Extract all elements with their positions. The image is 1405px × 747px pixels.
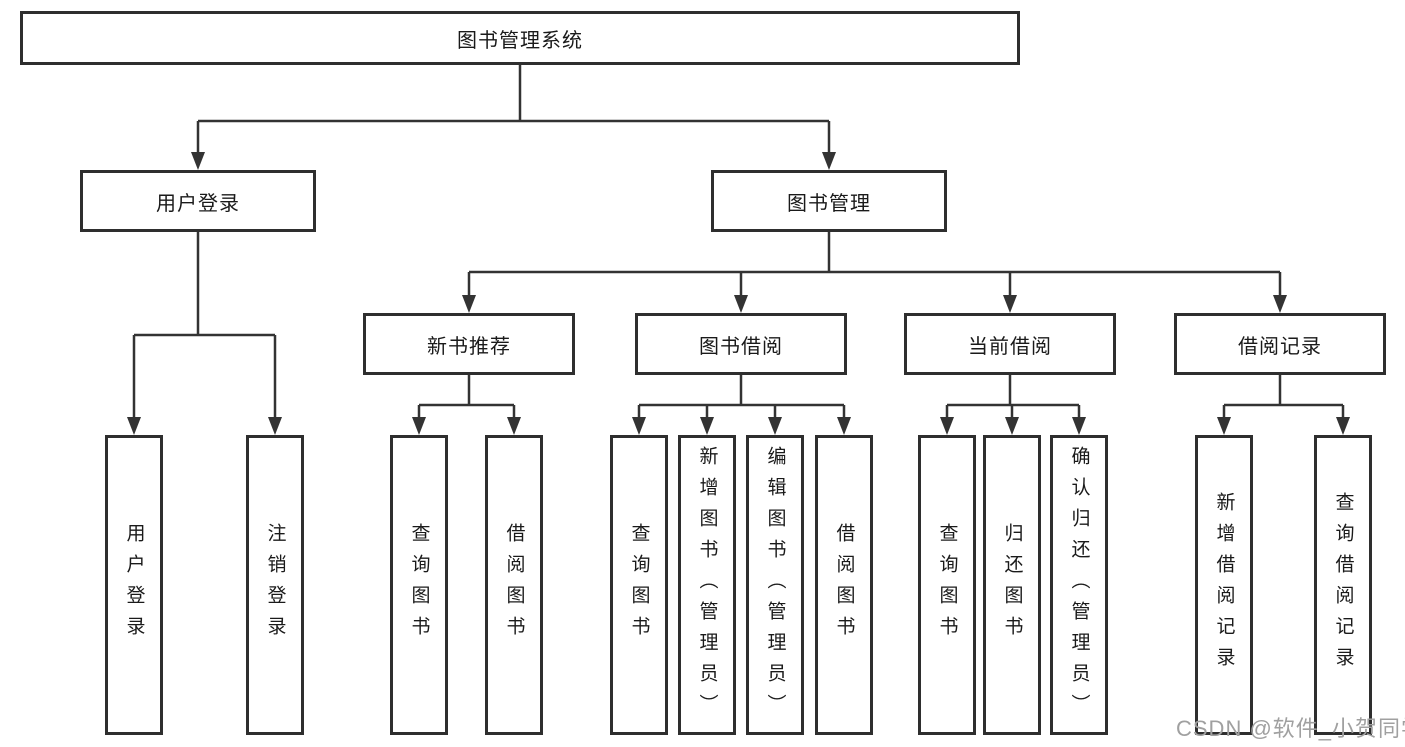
leaf-label: 注销登录: [264, 523, 286, 647]
csdn-watermark: CSDN @软件_小贺同学: [1176, 716, 1405, 741]
node-book-borrow: 图书借阅: [635, 313, 847, 375]
leaf-query-books-borrow: 查询图书: [610, 435, 668, 735]
leaf-borrow-books: 借阅图书: [815, 435, 873, 735]
leaf-confirm-return-admin: 确认归还（管理员）: [1050, 435, 1108, 735]
node-user-login-branch: 用户登录: [80, 170, 316, 232]
node-borrow-records: 借阅记录: [1174, 313, 1386, 375]
leaf-add-books-admin: 新增图书（管理员）: [678, 435, 736, 735]
node-current-borrow: 当前借阅: [904, 313, 1116, 375]
leaf-label: 编辑图书（管理员）: [764, 445, 786, 725]
leaf-label: 归还图书: [1001, 523, 1023, 647]
node-root-library-system: 图书管理系统: [20, 11, 1020, 65]
leaf-label: 查询图书: [628, 523, 650, 647]
leaf-label: 新增借阅记录: [1213, 492, 1235, 678]
leaf-label: 新增图书（管理员）: [696, 445, 718, 725]
leaf-query-borrow-record: 查询借阅记录: [1314, 435, 1372, 735]
leaf-borrow-books-recommend: 借阅图书: [485, 435, 543, 735]
leaf-label: 用户登录: [123, 523, 145, 647]
leaf-query-books-recommend: 查询图书: [390, 435, 448, 735]
leaf-edit-books-admin: 编辑图书（管理员）: [746, 435, 804, 735]
leaf-label: 查询借阅记录: [1332, 492, 1354, 678]
leaf-label: 查询图书: [936, 523, 958, 647]
leaf-return-books: 归还图书: [983, 435, 1041, 735]
node-book-management-branch: 图书管理: [711, 170, 947, 232]
leaf-logout: 注销登录: [246, 435, 304, 735]
node-new-book-recommend: 新书推荐: [363, 313, 575, 375]
leaf-label: 确认归还（管理员）: [1068, 445, 1090, 725]
leaf-label: 借阅图书: [503, 523, 525, 647]
leaf-query-books-current: 查询图书: [918, 435, 976, 735]
leaf-label: 借阅图书: [833, 523, 855, 647]
leaf-user-login: 用户登录: [105, 435, 163, 735]
leaf-label: 查询图书: [408, 523, 430, 647]
leaf-add-borrow-record: 新增借阅记录: [1195, 435, 1253, 735]
